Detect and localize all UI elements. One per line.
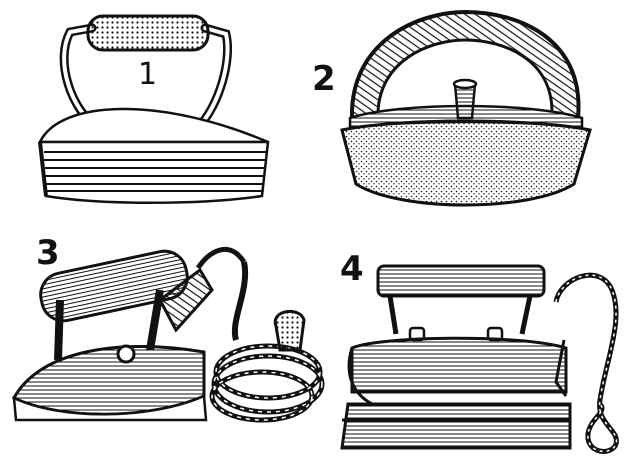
box-iron-drawing (340, 264, 619, 454)
iron-number-4: 4 (340, 249, 364, 289)
sad-iron-drawing (38, 14, 270, 204)
arched-handle-iron-drawing (340, 9, 592, 207)
iron-number-3: 3 (36, 233, 60, 273)
electric-iron-drawing (11, 247, 325, 423)
iron-number-1: 1 (138, 57, 158, 92)
iron-number-2: 2 (312, 59, 336, 99)
